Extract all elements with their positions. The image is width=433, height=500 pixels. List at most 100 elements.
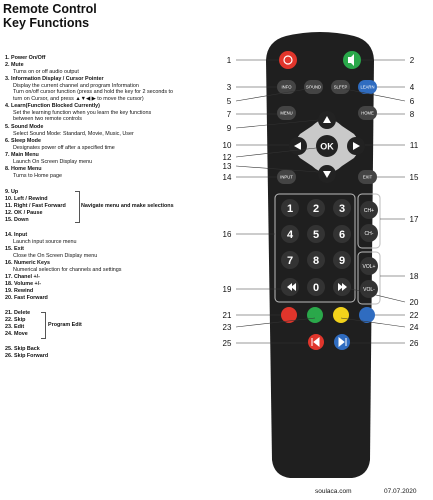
digit-label: 7 bbox=[287, 255, 293, 267]
blue-move-button[interactable] bbox=[359, 307, 375, 323]
callout-label: 13 bbox=[223, 162, 232, 171]
callout-label: 25 bbox=[223, 339, 232, 348]
digit-label: 8 bbox=[313, 255, 319, 267]
red-delete-button[interactable] bbox=[281, 307, 297, 323]
callout-lines bbox=[235, 59, 406, 344]
channel-down-label: CH- bbox=[365, 231, 374, 237]
function-item: 11. Right / Fast Forward bbox=[5, 203, 66, 209]
digit-label: 1 bbox=[287, 203, 293, 215]
digit-0-button[interactable] bbox=[307, 278, 325, 296]
digit-1-button[interactable] bbox=[281, 199, 299, 217]
callout-label: 15 bbox=[410, 173, 419, 182]
bracket bbox=[75, 191, 80, 223]
fast-forward-icon bbox=[338, 283, 347, 291]
digit-4-button[interactable] bbox=[281, 225, 299, 243]
function-item: 22. Skip bbox=[5, 317, 26, 323]
callout-label: 18 bbox=[410, 272, 419, 281]
dpad: OK bbox=[289, 111, 365, 183]
function-item: 20. Fast Forward bbox=[5, 295, 48, 301]
digit-8-button[interactable] bbox=[307, 251, 325, 269]
input-label: INPUT bbox=[280, 175, 293, 180]
function-item: 25. Skip Back bbox=[5, 346, 40, 352]
numeric-pad: 1 2 3 4 5 6 7 8 9 0 bbox=[281, 199, 351, 296]
group-label: Program Edit bbox=[48, 322, 82, 328]
callout-label: 1 bbox=[227, 56, 232, 65]
volume-down-label: VOL- bbox=[363, 287, 375, 293]
digit-label: 6 bbox=[339, 229, 345, 241]
function-item: 1. Power On/Off bbox=[5, 55, 46, 61]
channel-down-button[interactable] bbox=[360, 224, 378, 242]
power-icon bbox=[283, 55, 293, 65]
callout-label: 11 bbox=[410, 141, 419, 150]
home-button[interactable] bbox=[358, 106, 377, 120]
callout-label: 23 bbox=[223, 323, 232, 332]
digit-label: 0 bbox=[313, 282, 319, 294]
learn-button[interactable] bbox=[358, 80, 377, 94]
callout-label: 26 bbox=[410, 339, 419, 348]
callout-label: 8 bbox=[410, 110, 415, 119]
sound-label: SOUND bbox=[306, 85, 321, 90]
callout-label: 19 bbox=[223, 285, 232, 294]
sound-button[interactable] bbox=[304, 80, 323, 94]
footer-site: soulaca.com bbox=[315, 488, 352, 495]
ok-button[interactable] bbox=[316, 135, 338, 157]
callout-label: 2 bbox=[410, 56, 415, 65]
sleep-label: SLEEP bbox=[334, 85, 348, 90]
page-title: Remote Control bbox=[3, 2, 97, 16]
function-item: 12. OK / Pause bbox=[5, 210, 43, 216]
digit-6-button[interactable] bbox=[333, 225, 351, 243]
power-button[interactable] bbox=[279, 51, 297, 69]
green-skip-button[interactable] bbox=[307, 307, 323, 323]
home-label: HOME bbox=[361, 111, 374, 116]
callout-label: 9 bbox=[227, 124, 232, 133]
digit-label: 2 bbox=[313, 203, 319, 215]
digit-7-button[interactable] bbox=[281, 251, 299, 269]
digit-9-button[interactable] bbox=[333, 251, 351, 269]
input-button[interactable] bbox=[277, 170, 296, 184]
channel-up-button[interactable] bbox=[360, 201, 378, 219]
menu-button[interactable] bbox=[277, 106, 296, 120]
group-label: Navigate menu and make selections bbox=[81, 203, 174, 209]
volume-frame bbox=[357, 251, 381, 305]
callout-label: 16 bbox=[223, 230, 232, 239]
page-subtitle: Key Functions bbox=[3, 16, 90, 30]
callout-numbers: 1 2 3 4 5 6 7 8 9 10 11 12 13 14 15 16 1… bbox=[223, 56, 419, 348]
info-button[interactable] bbox=[277, 80, 296, 94]
skip-back-icon bbox=[311, 336, 320, 348]
callout-label: 4 bbox=[410, 83, 415, 92]
footer-date: 07.07.2020 bbox=[384, 488, 417, 495]
digit-2-button[interactable] bbox=[307, 199, 325, 217]
callout-label: 7 bbox=[227, 110, 232, 119]
volume-down-button[interactable] bbox=[360, 280, 378, 298]
digit-label: 5 bbox=[313, 229, 319, 241]
right-arrow-icon bbox=[353, 142, 360, 150]
yellow-edit-button[interactable] bbox=[333, 307, 349, 323]
skip-forward-icon bbox=[338, 336, 347, 348]
volume-up-button[interactable] bbox=[360, 257, 378, 275]
exit-button[interactable] bbox=[358, 170, 377, 184]
function-item: 24. Move bbox=[5, 331, 28, 337]
callout-label: 21 bbox=[223, 311, 232, 320]
callout-label: 20 bbox=[410, 298, 419, 307]
bracket bbox=[41, 312, 46, 339]
sleep-button[interactable] bbox=[331, 80, 350, 94]
function-item: 26. Skip Forward bbox=[5, 353, 49, 359]
ok-label: OK bbox=[320, 142, 334, 152]
digit-3-button[interactable] bbox=[333, 199, 351, 217]
channel-frame bbox=[357, 193, 381, 249]
numeric-pad-frame bbox=[274, 193, 356, 303]
function-item: 17. Chanel +/- bbox=[5, 274, 40, 280]
channel-up-label: CH+ bbox=[364, 208, 374, 214]
function-item: 10. Left / Rewind bbox=[5, 196, 48, 202]
callout-label: 14 bbox=[223, 173, 232, 182]
digit-5-button[interactable] bbox=[307, 225, 325, 243]
